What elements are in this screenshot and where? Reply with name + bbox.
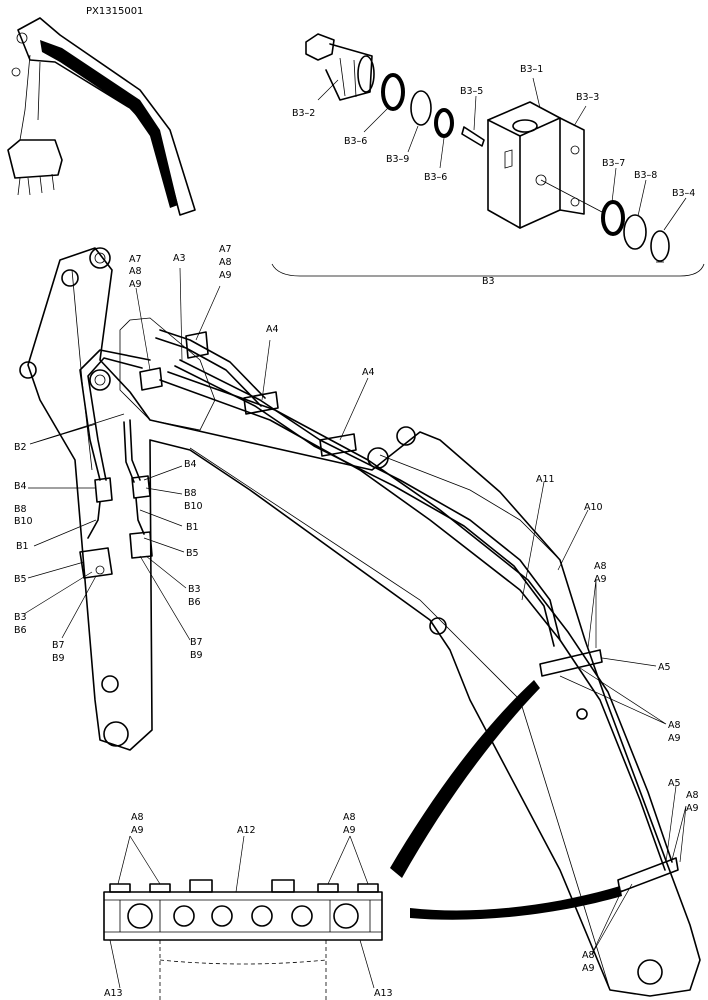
label-b3-2: B3–2	[292, 108, 315, 119]
b3-7-oring	[601, 200, 625, 236]
label-b3-1: B3–1	[520, 64, 543, 75]
label-b3-6-lower: B3–6	[424, 172, 447, 183]
label-a8-clamp-left: A8	[131, 812, 144, 823]
label-b3-left: B3	[14, 612, 27, 623]
label-a4-lower: A4	[362, 367, 375, 378]
b3-6-oring-upper	[381, 73, 405, 111]
label-b10-right: B10	[184, 501, 203, 512]
label-b6-right: B6	[188, 597, 201, 608]
label-b5-left: B5	[14, 574, 27, 585]
main-labels: A7 A8 A9 A3 A7 A8 A9 A4 A4 B2 B4 B8 B10 …	[14, 244, 699, 999]
label-a8-right: A8	[219, 257, 232, 268]
label-b8-right: B8	[184, 488, 197, 499]
label-b10-left: B10	[14, 516, 33, 527]
label-a8-clamp-right: A8	[343, 812, 356, 823]
b3-detail-exploded-view: B3–2 B3–6 B3–9 B3–6 B3–5 B3–1 B3–3 B3–7 …	[271, 33, 705, 287]
b3-1-block	[487, 101, 603, 229]
label-a5-upper: A5	[658, 662, 671, 673]
label-a8-bottom-right: A8	[582, 950, 595, 961]
b3-6-oring-lower	[434, 108, 454, 138]
label-a13-left: A13	[104, 988, 123, 999]
label-b9-right: B9	[190, 650, 203, 661]
label-b1-left: B1	[16, 541, 29, 552]
label-b4-left: B4	[14, 481, 27, 492]
b3-group-bracket	[271, 263, 705, 277]
label-b3-5: B3–5	[460, 86, 483, 97]
label-b3-9: B3–9	[386, 154, 409, 165]
label-a9-left: A9	[129, 279, 142, 290]
label-a7-right: A7	[219, 244, 232, 255]
label-a4-upper: A4	[266, 324, 279, 335]
label-a13-right: A13	[374, 988, 393, 999]
label-a8-lower-right: A8	[686, 790, 699, 801]
b3-9-ring	[410, 90, 432, 126]
label-b4-right: B4	[184, 459, 197, 470]
label-b1-right: B1	[186, 522, 199, 533]
label-a11: A11	[536, 474, 555, 485]
label-a8-upper-right: A8	[594, 561, 607, 572]
label-a9-lower-right: A9	[686, 803, 699, 814]
label-a8-left: A8	[129, 266, 142, 277]
label-b5-right: B5	[186, 548, 199, 559]
label-a8-mid-right: A8	[668, 720, 681, 731]
label-a9-clamp-right: A9	[343, 825, 356, 836]
a12-clamp-detail	[103, 879, 383, 1000]
label-b3-3: B3–3	[576, 92, 599, 103]
b3-4-snap-ring	[650, 230, 670, 262]
label-a3: A3	[173, 253, 186, 264]
label-b6-left: B6	[14, 625, 27, 636]
label-a9-right: A9	[219, 270, 232, 281]
b3-8-ring	[623, 214, 647, 250]
label-a9-clamp-left: A9	[131, 825, 144, 836]
label-b9-left: B9	[52, 653, 65, 664]
label-a12: A12	[237, 825, 256, 836]
drawing-id: PX1315001	[86, 6, 143, 17]
label-b7-left: B7	[52, 640, 65, 651]
label-a9-upper-right: A9	[594, 574, 607, 585]
main-leader-lines	[23, 267, 687, 989]
label-b3-right: B3	[188, 584, 201, 595]
label-b3-7: B3–7	[602, 158, 625, 169]
label-b3-group: B3	[482, 276, 495, 287]
label-b2: B2	[14, 442, 27, 453]
label-a10: A10	[584, 502, 603, 513]
label-b3-8: B3–8	[634, 170, 657, 181]
label-a5-lower: A5	[668, 778, 681, 789]
label-b7-right: B7	[190, 637, 203, 648]
b3-5-pin	[461, 126, 485, 147]
label-b3-6-upper: B3–6	[344, 136, 367, 147]
label-b3-4: B3–4	[672, 188, 695, 199]
boom-main-drawing	[19, 247, 701, 997]
b3-2-fitting	[305, 33, 375, 101]
label-a9-mid-right: A9	[668, 733, 681, 744]
label-a9-bottom-right: A9	[582, 963, 595, 974]
label-a7-left: A7	[129, 254, 142, 265]
label-b8-left: B8	[14, 504, 27, 515]
overview-excavator-inset	[7, 17, 196, 216]
